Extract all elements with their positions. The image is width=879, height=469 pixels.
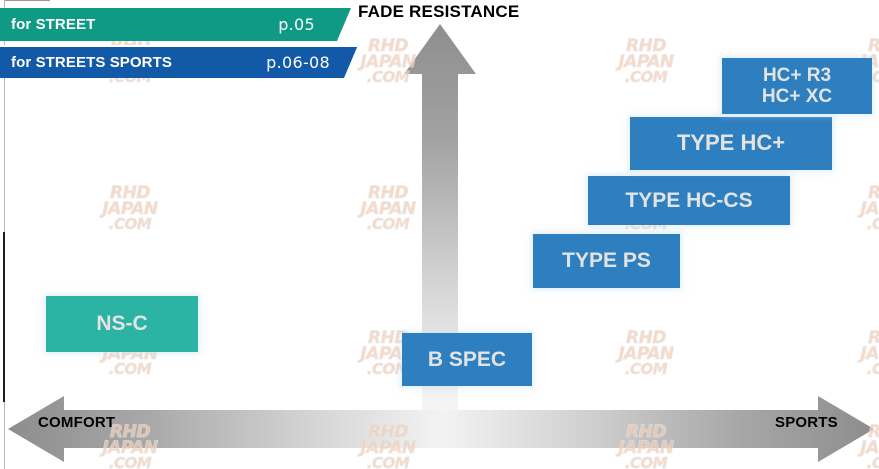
product-box-type-ps[interactable]: TYPE PS <box>533 234 680 288</box>
tab-for-streets-sports[interactable]: for STREETS SPORTS p.06-08 <box>0 45 358 78</box>
product-label: NS-C <box>96 312 148 336</box>
axis-label-sports: SPORTS <box>775 414 838 431</box>
arrow-left-right-icon <box>8 396 874 462</box>
product-box-type-hc-plus[interactable]: TYPE HC+ <box>630 117 832 170</box>
top-rule <box>4 0 50 1</box>
product-label-line2: HC+ XC <box>761 86 833 107</box>
product-label: TYPE PS <box>562 249 651 273</box>
left-rule-accent <box>3 232 5 402</box>
product-box-b-spec[interactable]: B SPEC <box>402 333 532 386</box>
product-label: TYPE HC-CS <box>625 188 753 212</box>
tab-label: for STREET <box>11 16 96 33</box>
product-label-multiline: HC+ R3 HC+ XC <box>722 65 872 108</box>
product-label: TYPE HC+ <box>676 130 786 156</box>
tab-label: for STREETS SPORTS <box>11 54 172 71</box>
product-box-hc-plus-r3-xc[interactable]: HC+ R3 HC+ XC <box>722 58 872 114</box>
chart-title: FADE RESISTANCE <box>358 2 520 21</box>
product-label-line1: HC+ R3 <box>762 64 832 86</box>
axis-label-comfort: COMFORT <box>38 414 116 431</box>
tab-page-ref: p.06-08 <box>266 53 330 72</box>
product-label: B SPEC <box>427 347 507 371</box>
product-box-ns-c[interactable]: NS-C <box>46 296 198 352</box>
arrow-up-icon <box>404 24 476 416</box>
tab-page-ref: p.05 <box>278 15 315 34</box>
product-box-type-hc-cs[interactable]: TYPE HC-CS <box>588 176 790 225</box>
tab-for-street[interactable]: for STREET p.05 <box>0 8 351 41</box>
section-tabs: for STREET p.05 for STREETS SPORTS p.06-… <box>0 8 358 78</box>
